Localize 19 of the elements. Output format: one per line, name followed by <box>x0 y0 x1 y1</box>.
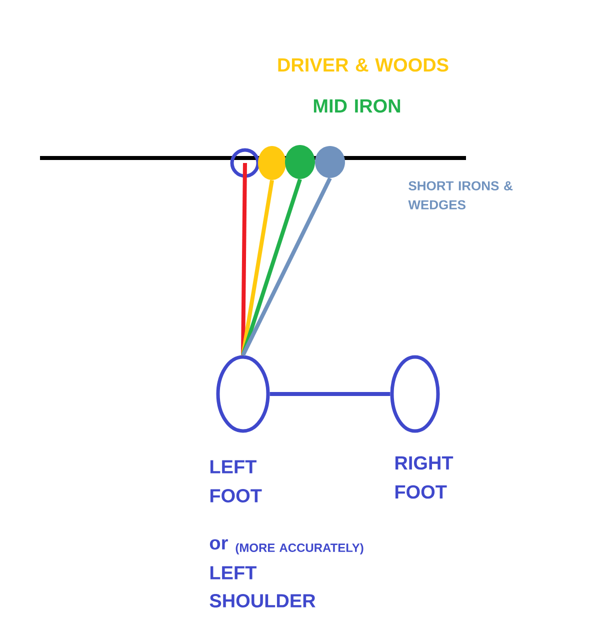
connector-line <box>241 162 247 356</box>
label-text: or <box>210 539 228 550</box>
label-text: RIGHT FOOT <box>395 456 454 499</box>
label-text: (MORE ACCURATELY) <box>236 543 364 554</box>
label-text: DRIVER & WOODS <box>278 58 448 72</box>
label-text: LEFT SHOULDER <box>210 566 316 608</box>
connector-line <box>241 177 332 356</box>
connector-line <box>241 178 302 356</box>
ball-marker <box>258 146 286 180</box>
label-text: LEFT FOOT <box>210 460 262 502</box>
label-text: SHORT IRONS & WEDGES <box>408 181 513 210</box>
ring-marker <box>230 148 260 178</box>
connector-line <box>241 180 274 356</box>
ball-marker <box>315 146 345 178</box>
label-text: MID IRON <box>314 99 400 113</box>
connector-line <box>270 392 390 396</box>
foot-ellipse <box>390 355 440 433</box>
ball-marker <box>285 145 315 179</box>
foot-ellipse <box>216 355 270 433</box>
